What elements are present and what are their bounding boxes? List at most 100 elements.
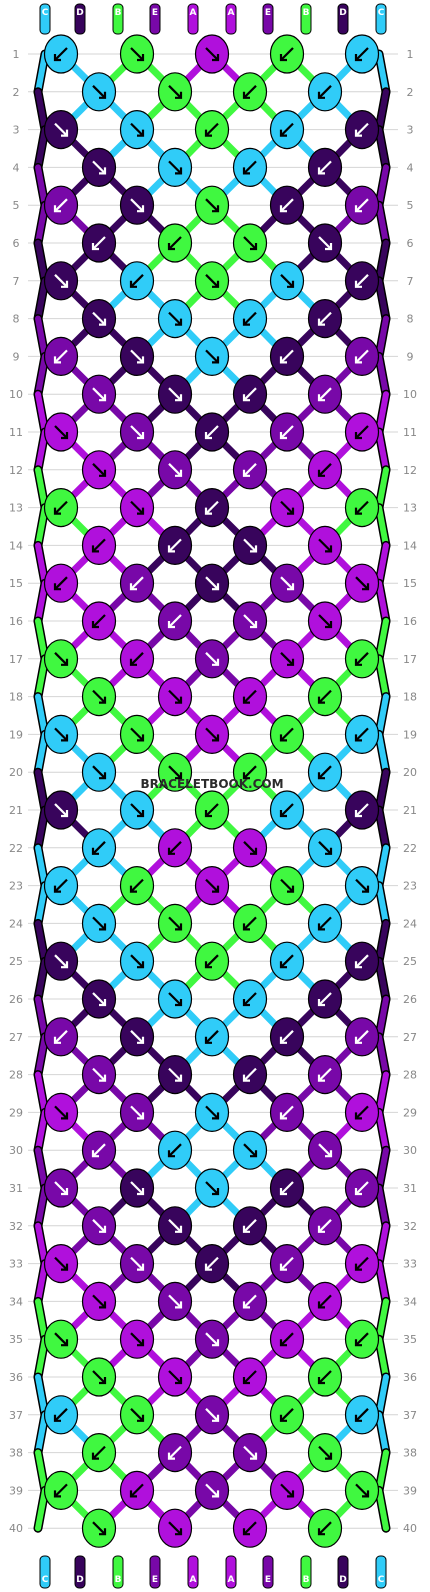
knot — [344, 639, 380, 679]
knot — [232, 676, 268, 717]
row-number-left: 13 — [9, 502, 23, 515]
knot — [232, 752, 268, 792]
row-number-right: 28 — [403, 1069, 417, 1082]
knot — [269, 488, 305, 528]
knot — [232, 1054, 268, 1095]
knot — [81, 374, 117, 414]
arrow-head-icon — [325, 1452, 333, 1460]
row-number-right: 9 — [407, 350, 414, 363]
knot — [269, 790, 305, 830]
arrow-head-icon — [250, 621, 258, 629]
arrow-icon — [130, 1256, 144, 1271]
row-number-left: 14 — [9, 539, 23, 552]
arrow-head-icon — [53, 885, 61, 893]
arrow-head-icon — [287, 583, 295, 591]
arrow-head-icon — [91, 621, 99, 629]
arrow-head-icon — [91, 847, 99, 855]
knot — [81, 752, 117, 792]
arrow-head-icon — [61, 1339, 69, 1347]
knot — [307, 223, 343, 263]
arrow-icon — [355, 878, 369, 893]
edge-strand-left — [35, 1411, 48, 1456]
arrow-head-icon — [354, 1112, 362, 1120]
edge-strand-left — [35, 504, 48, 549]
arrow-head-icon — [204, 1263, 212, 1271]
arrow-icon — [318, 463, 332, 477]
arrow-head-icon — [317, 1301, 325, 1309]
row-number-right: 3 — [407, 124, 414, 137]
edge-strand-right — [376, 958, 389, 1002]
edge-strand-right — [376, 504, 389, 549]
edge-strand-right — [376, 580, 389, 624]
arrow-icon — [168, 916, 182, 931]
arrow-head-icon — [204, 1036, 212, 1044]
row-number-right: 1 — [407, 48, 414, 61]
arrow-head-icon — [53, 356, 61, 364]
row-number-right: 26 — [403, 993, 417, 1006]
knot — [157, 299, 193, 339]
arrow-head-icon — [242, 91, 250, 99]
row-number-right: 7 — [407, 275, 414, 288]
knot — [43, 1470, 79, 1511]
row-number-right: 2 — [407, 86, 414, 99]
arrow-icon — [205, 500, 219, 515]
knot — [307, 1130, 343, 1170]
edge-strand-right — [376, 1374, 389, 1418]
knot — [269, 1319, 305, 1359]
row-number-left: 17 — [9, 653, 23, 666]
arrow-icon — [318, 1143, 332, 1157]
knot — [157, 752, 193, 792]
edge-strand-left — [35, 1260, 48, 1305]
knot — [269, 1168, 305, 1208]
arrow-head-icon — [129, 658, 137, 666]
arrow-icon — [54, 1105, 68, 1120]
edge-strand-right — [376, 1222, 389, 1267]
arrow-icon — [355, 349, 369, 364]
edge-strand-left — [35, 1487, 48, 1532]
arrow-icon — [92, 1219, 106, 1233]
row-number-right: 5 — [407, 199, 414, 212]
arrow-icon — [318, 1445, 332, 1460]
arrow-head-icon — [99, 696, 107, 704]
arrow-icon — [355, 1181, 369, 1195]
knot — [119, 488, 155, 528]
knot — [119, 941, 155, 981]
knot — [43, 790, 79, 830]
arrow-icon — [355, 122, 369, 137]
knot — [344, 1017, 380, 1057]
knot — [194, 488, 230, 528]
arrow-head-icon — [242, 318, 250, 326]
arrow-icon — [280, 425, 294, 439]
edge-strand-left — [35, 542, 48, 587]
knot — [81, 828, 117, 868]
arrow-icon — [355, 803, 369, 817]
knot — [344, 865, 380, 906]
arrow-icon — [280, 954, 294, 968]
arrow-icon — [130, 349, 144, 364]
arrow-head-icon — [242, 469, 250, 477]
arrow-icon — [355, 1332, 369, 1346]
edge-strand-right — [376, 391, 389, 435]
knot — [43, 865, 79, 906]
arrow-head-icon — [61, 734, 69, 742]
knot — [269, 336, 305, 376]
arrow-head-icon — [325, 847, 333, 855]
knot — [307, 374, 343, 414]
arrow-head-icon — [287, 885, 295, 893]
knot — [81, 147, 117, 187]
arrow-icon — [205, 349, 219, 364]
knots — [43, 34, 380, 1548]
row-number-left: 25 — [9, 955, 23, 968]
top-strand-label: C — [378, 8, 385, 18]
knot — [344, 336, 380, 376]
arrow-icon — [355, 1483, 369, 1498]
row-number-left: 10 — [9, 388, 23, 401]
arrow-icon — [243, 160, 257, 175]
arrow-icon — [92, 236, 106, 250]
row-number-right: 38 — [403, 1447, 417, 1460]
row-number-right: 8 — [407, 313, 414, 326]
knot — [194, 941, 230, 981]
knot — [344, 1243, 380, 1284]
row-number-left: 38 — [9, 1447, 23, 1460]
